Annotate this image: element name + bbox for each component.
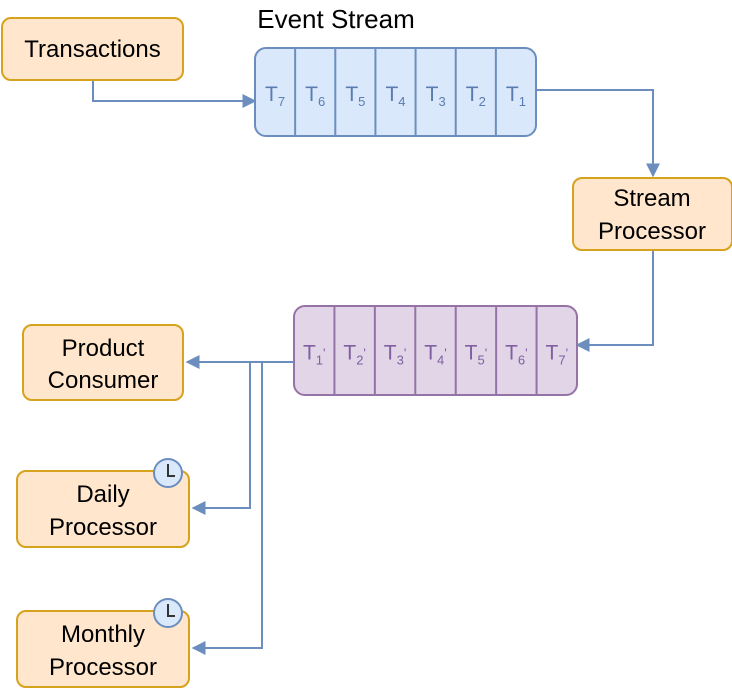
product-consumer-label-line-2: Consumer bbox=[48, 367, 159, 394]
edges bbox=[92, 80, 660, 655]
product-consumer-node: Product Consumer bbox=[22, 324, 184, 401]
stream-processor-node: Stream Processor bbox=[572, 177, 732, 251]
edge-processor-to-output bbox=[575, 250, 654, 352]
output-stream-box bbox=[293, 305, 578, 396]
output-stream-cell-T3: T3' bbox=[384, 342, 407, 368]
output-stream-cell-T4: T4' bbox=[424, 342, 447, 368]
product-consumer-box bbox=[22, 324, 184, 401]
monthly-processor-label-line-1: Monthly bbox=[61, 621, 145, 648]
edge-stream-to-processor bbox=[536, 89, 660, 178]
output-stream-cell-T7: T7' bbox=[546, 342, 569, 368]
output-stream-cell-T5: T5' bbox=[465, 342, 488, 368]
daily-processor-box bbox=[16, 470, 190, 548]
transactions-node: Transactions bbox=[1, 17, 184, 81]
output-stream-cell-T6: T6' bbox=[505, 342, 528, 368]
clock-icon bbox=[153, 458, 183, 488]
transactions-label: Transactions bbox=[24, 36, 161, 63]
edge-output-to-monthly-processor bbox=[191, 361, 294, 655]
transactions-box bbox=[1, 17, 184, 81]
output-stream-cell-T1: T1' bbox=[303, 342, 326, 368]
daily-processor-label-line-2: Processor bbox=[49, 514, 157, 541]
output-event-stream: T1' T2' T3' T4' T5' T6' T7' bbox=[293, 305, 578, 396]
stream-processor-box bbox=[572, 177, 732, 251]
output-stream-cell-T2: T2' bbox=[343, 342, 366, 368]
stream-processor-label-line-2: Processor bbox=[598, 218, 706, 245]
daily-processor-label-line-1: Daily bbox=[76, 481, 129, 508]
input-stream-box bbox=[254, 47, 537, 137]
monthly-processor-box bbox=[16, 610, 190, 688]
monthly-processor-node: Monthly Processor bbox=[16, 598, 190, 688]
stream-processor-label-line-1: Stream bbox=[613, 185, 690, 212]
daily-processor-node: Daily Processor bbox=[16, 458, 190, 548]
edge-output-to-daily-processor bbox=[191, 361, 294, 515]
product-consumer-label-line-1: Product bbox=[62, 335, 145, 362]
clock-icon bbox=[153, 598, 183, 628]
diagram-title: Event Stream bbox=[257, 4, 415, 34]
monthly-processor-label-line-2: Processor bbox=[49, 654, 157, 681]
edge-transactions-to-stream bbox=[92, 80, 257, 108]
